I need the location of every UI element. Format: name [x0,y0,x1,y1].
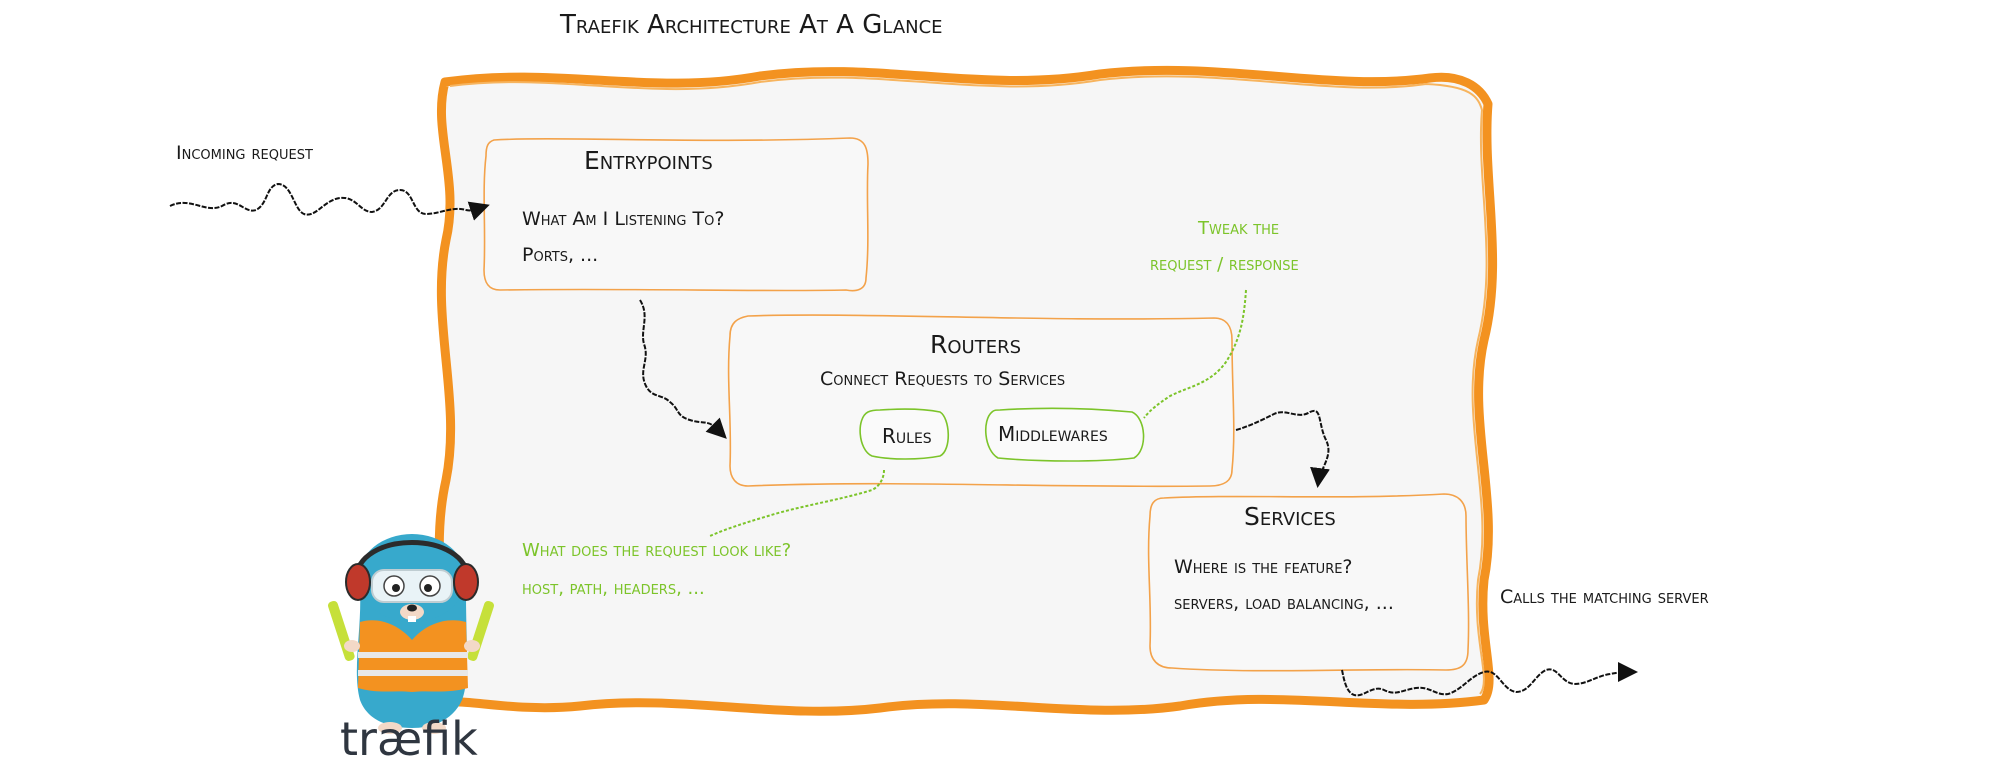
rules-note-line-2: host, path, headers, ... [522,578,705,599]
diagram-title: Traefik Architecture At A Glance [560,10,943,40]
incoming-arrow [169,182,490,221]
services-line-1: Where is the feature? [1174,556,1353,578]
services-box [1147,493,1470,672]
tweak-note-line-2: request / response [1150,254,1299,275]
gopher-mascot [328,534,494,734]
outgoing-label: Calls the matching server [1500,586,1709,608]
routers-title: Routers [930,330,1022,359]
middlewares-pill [985,407,1145,462]
traefik-logo-text: træfik [340,712,478,766]
entrypoints-line-1: What Am I Listening To? [522,208,725,230]
routers-subtitle: Connect Requests to Services [820,368,1066,390]
rules-note-line-1: What does the request look like? [522,540,792,561]
services-line-2: servers, load balancing, ... [1174,592,1394,614]
router-to-service-arrow [1235,409,1330,488]
entry-to-router-arrow [639,299,727,439]
entrypoints-box [483,137,869,292]
entrypoints-title: Entrypoints [584,146,713,175]
rules-pill [859,408,950,460]
services-title: Services [1244,502,1336,531]
rules-label: Rules [882,424,932,448]
tweak-callout-line [1143,289,1247,419]
entrypoints-line-2: Ports, ... [522,244,599,266]
middlewares-label: Middlewares [998,422,1108,446]
tweak-note-line-1: Tweak the [1198,218,1280,239]
outgoing-arrow [1341,662,1638,697]
incoming-request-label: Incoming request [176,142,313,164]
